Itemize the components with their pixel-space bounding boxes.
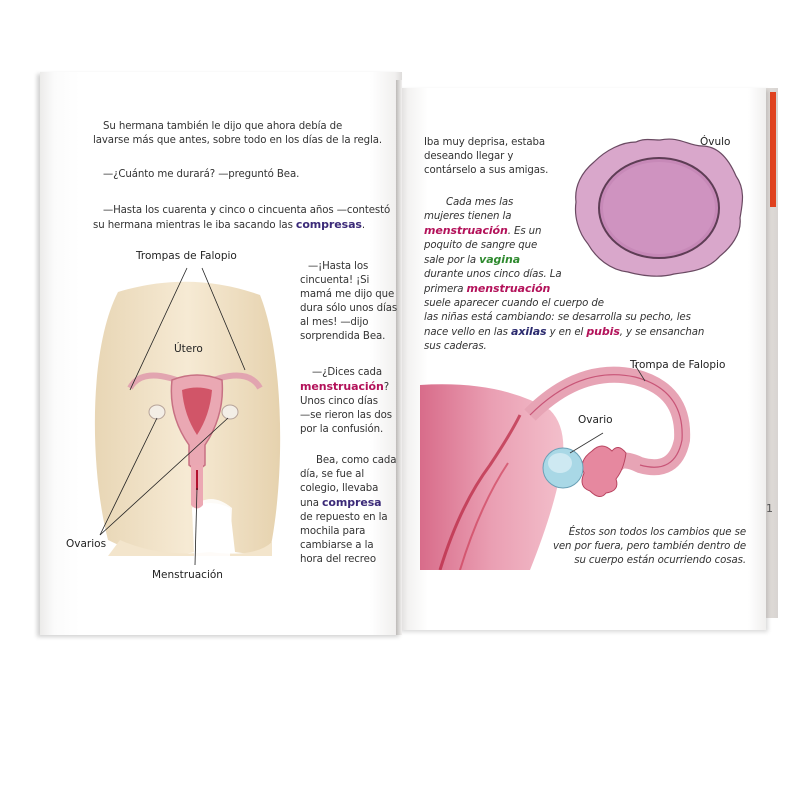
keyword-compresa: compresa [322, 496, 382, 509]
col-line: una compresa [300, 496, 400, 511]
col-line: cambiarse a la [300, 540, 374, 551]
right-bottom-text: Éstos son todos los cambios que se ven p… [506, 526, 746, 568]
book-cover-red-band [770, 92, 776, 207]
col-line: —¡Hasta los [308, 261, 369, 272]
left-ovary [148, 404, 166, 420]
keyword-compresas: compresas [295, 218, 362, 231]
page-number: 1 [766, 502, 773, 515]
col-line: colegio, llevaba [300, 483, 379, 494]
uterus-vessel [438, 414, 522, 570]
col-line: sorprendida Bea. [300, 331, 386, 342]
pointer-trompa [634, 364, 646, 382]
pointer-menstruacion [194, 487, 198, 566]
col-line: de repuesto en la [300, 512, 388, 523]
left-para-3-line-1: —Hasta los cuarenta y cinco o cincuenta … [103, 205, 391, 216]
pointer-trompas-left [129, 267, 188, 391]
pointer-ovarios-left [99, 417, 158, 536]
left-column-text-1: —¡Hasta los cincuenta! ¡Si mamá me dijo … [300, 260, 400, 344]
left-column-text-3: Bea, como cada día, se fue al colegio, l… [300, 454, 400, 567]
ovum-core [603, 162, 715, 254]
col-text: una [300, 498, 322, 509]
col-line: Bea, como cada [316, 455, 397, 466]
text-line: ven por fuera, pero también dentro de [552, 541, 746, 552]
col-line: por la confusión. [300, 424, 384, 435]
col-line: mamá me dijo que [300, 289, 395, 300]
body-base [108, 540, 272, 556]
text-span: nace vello en las [424, 327, 512, 338]
ovary-highlight [548, 453, 572, 473]
keyword-menstruacion: menstruación [466, 282, 551, 295]
left-para-3: —Hasta los cuarenta y cinco o cincuenta … [93, 204, 393, 233]
left-para-3-end: . [361, 220, 365, 231]
text-line: Éstos son todos los cambios que se [568, 527, 746, 538]
label-utero: Útero [174, 343, 203, 355]
uterus-diagram [94, 267, 281, 566]
fallopian-tube-outline [529, 374, 683, 468]
left-para-1-line-1: Su hermana también le dijo que ahora deb… [103, 121, 343, 132]
pointer-ovarios-right [99, 417, 229, 536]
col-line: Unos cinco días [300, 396, 379, 407]
col-line: mochila para [300, 526, 366, 537]
text-line: Cada mes las [446, 197, 514, 208]
keyword-menstruacion: menstruación [424, 224, 508, 237]
label-menstruacion: Menstruación [152, 569, 223, 581]
text-span: sale por la [424, 255, 480, 266]
col-line: día, se fue al [300, 469, 365, 480]
right-ovary [221, 404, 239, 420]
text-line: deseando llegar y [424, 151, 514, 162]
keyword-menstruacion: menstruación [300, 380, 384, 393]
text-line: Iba muy deprisa, estaba [424, 137, 546, 148]
col-line: —¿Dices cada [312, 367, 383, 378]
text-line: sus caderas. [424, 341, 487, 352]
col-line: al mes! —dijo [300, 317, 369, 328]
col-line: hora del recreo [300, 554, 376, 565]
uterus-lining [182, 387, 212, 435]
text-line: poquito de sangre que [424, 240, 538, 251]
col-line: —se rieron las dos [300, 410, 393, 421]
left-para-2: —¿Cuánto me durará? —preguntó Bea. [103, 169, 300, 180]
left-column-text-2: —¿Dices cada menstruación? Unos cinco dí… [300, 366, 400, 437]
text-span: primera [424, 284, 467, 295]
text-span: y en el [546, 327, 587, 338]
left-para-1: Su hermana también le dijo que ahora deb… [93, 120, 393, 148]
text-line: suele aparecer cuando el cuerpo de [424, 298, 604, 309]
keyword-pubis: pubis [586, 325, 620, 338]
col-line: dura sólo unos días [300, 303, 398, 314]
keyword-axilas: axilas [511, 325, 547, 338]
label-ovario: Ovario [578, 414, 613, 426]
left-para-3-text: su hermana mientras le iba sacando las [93, 220, 296, 231]
label-trompa-de-falopio: Trompa de Falopio [630, 359, 726, 371]
col-line: cincuenta! ¡Si [300, 275, 370, 286]
left-para-3-line-2: su hermana mientras le iba sacando las c… [93, 218, 393, 233]
text-line: durante unos cinco días. La [424, 269, 562, 280]
pointer-trompas-right [201, 267, 246, 371]
col-punct: ? [383, 382, 390, 393]
text-span: , y se ensanchan [619, 327, 705, 338]
pointer-ovario [569, 432, 604, 454]
ovum-illustration [574, 138, 744, 277]
text-line: nace vello en las axilas y en el pubis, … [424, 325, 764, 340]
uterus-vessel-2 [459, 462, 509, 570]
label-trompas-de-falopio: Trompas de Falopio [136, 250, 237, 262]
text-line: sale por la vagina [424, 253, 764, 268]
text-line: las niñas está cambiando: se desarrolla … [424, 312, 691, 323]
text-span: . Es un [507, 226, 542, 237]
label-ovulo: Óvulo [700, 136, 731, 148]
label-ovarios: Ovarios [66, 538, 107, 550]
right-middle-text: Cada mes las mujeres tienen la menstruac… [424, 196, 764, 354]
fallopian-tube-diagram [420, 364, 691, 570]
keyword-vagina: vagina [479, 253, 521, 266]
legs-gap [192, 499, 232, 556]
col-line: menstruación? [300, 380, 400, 395]
text-line: menstruación. Es un [424, 224, 764, 239]
right-top-text: Iba muy deprisa, estaba deseando llegar … [424, 136, 564, 178]
book-gutter [396, 80, 402, 635]
text-line: mujeres tienen la [424, 211, 512, 222]
text-line: primera menstruación [424, 282, 764, 297]
text-line: su cuerpo están ocurriendo cosas. [574, 555, 746, 566]
text-line: contárselo a sus amigas. [424, 165, 549, 176]
left-para-1-line-2: lavarse más que antes, sobre todo en los… [93, 135, 383, 146]
fimbriae [581, 445, 627, 497]
